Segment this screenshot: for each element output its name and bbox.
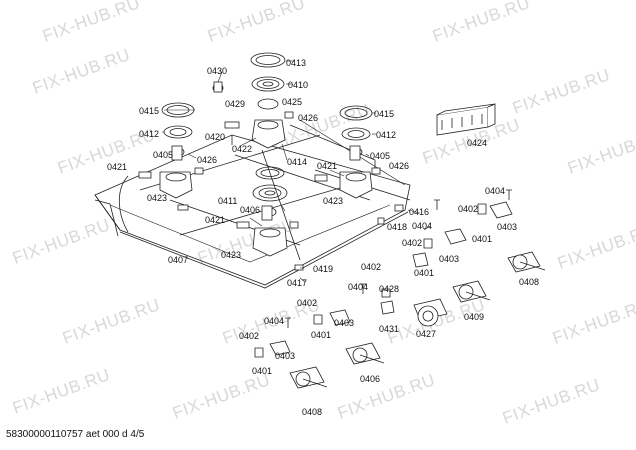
burner-caps xyxy=(161,52,373,217)
part-label: 0401 xyxy=(414,268,435,278)
ignition-module xyxy=(436,103,496,136)
part-label: 0402 xyxy=(458,204,479,214)
part-label: 0402 xyxy=(361,262,382,272)
part-label: 0404 xyxy=(264,316,285,326)
part-label: 0429 xyxy=(225,99,246,109)
part-label: 0416 xyxy=(409,207,430,217)
part-label: 0426 xyxy=(298,113,319,123)
part-label: 0412 xyxy=(139,129,160,139)
part-label: 0418 xyxy=(387,222,408,232)
part-label: 0408 xyxy=(519,277,540,287)
part-label: 0414 xyxy=(287,157,308,167)
part-label: 0422 xyxy=(232,144,253,154)
part-label: 0431 xyxy=(379,324,400,334)
part-label: 0426 xyxy=(197,155,218,165)
part-label: 0403 xyxy=(275,351,296,361)
part-label: 0424 xyxy=(467,138,488,148)
part-label: 0401 xyxy=(311,330,332,340)
part-label: 0403 xyxy=(439,254,460,264)
injectors-and-screws xyxy=(171,81,512,328)
part-label: 0401 xyxy=(252,366,273,376)
part-label: 0404 xyxy=(485,186,506,196)
part-label: 0404 xyxy=(348,282,369,292)
part-label: 0423 xyxy=(221,250,242,260)
part-label: 0423 xyxy=(147,193,168,203)
part-label: 0404 xyxy=(412,221,433,231)
part-label: 0409 xyxy=(464,312,485,322)
part-label: 0401 xyxy=(472,234,493,244)
part-label: 0421 xyxy=(205,215,226,225)
part-label: 0415 xyxy=(139,106,160,116)
part-label: 0430 xyxy=(207,66,228,76)
part-label: 0405 xyxy=(153,150,174,160)
valve-clips xyxy=(254,201,513,358)
part-label: 0415 xyxy=(374,109,395,119)
document-reference: 58300000110757 aet 000 d 4/5 xyxy=(6,429,145,440)
part-label: 0426 xyxy=(389,161,410,171)
part-label: 0420 xyxy=(205,132,226,142)
leader-lines xyxy=(162,60,431,283)
part-label: 0406 xyxy=(360,374,381,384)
part-label: 0402 xyxy=(402,238,423,248)
part-label: 0406 xyxy=(240,205,261,215)
part-label: 0417 xyxy=(287,278,308,288)
part-label: 0410 xyxy=(288,80,309,90)
part-label: 0405 xyxy=(370,151,391,161)
part-label: 0423 xyxy=(323,196,344,206)
part-label: 0421 xyxy=(317,161,338,171)
part-label: 0403 xyxy=(334,318,355,328)
part-label: 0413 xyxy=(286,58,307,68)
part-label: 0411 xyxy=(218,196,238,206)
part-label: 0421 xyxy=(107,162,128,172)
part-label: 0403 xyxy=(497,222,518,232)
burner-bases xyxy=(138,111,404,271)
part-label: 0412 xyxy=(376,130,397,140)
part-label: 0407 xyxy=(168,255,189,265)
part-label: 0425 xyxy=(282,97,303,107)
part-label: 0402 xyxy=(297,298,318,308)
part-label: 0408 xyxy=(302,407,323,417)
part-label: 0428 xyxy=(379,284,400,294)
part-label: 0427 xyxy=(416,329,437,339)
part-label: 0402 xyxy=(239,331,260,341)
gas-valves xyxy=(289,251,546,389)
part-label: 0419 xyxy=(313,264,334,274)
